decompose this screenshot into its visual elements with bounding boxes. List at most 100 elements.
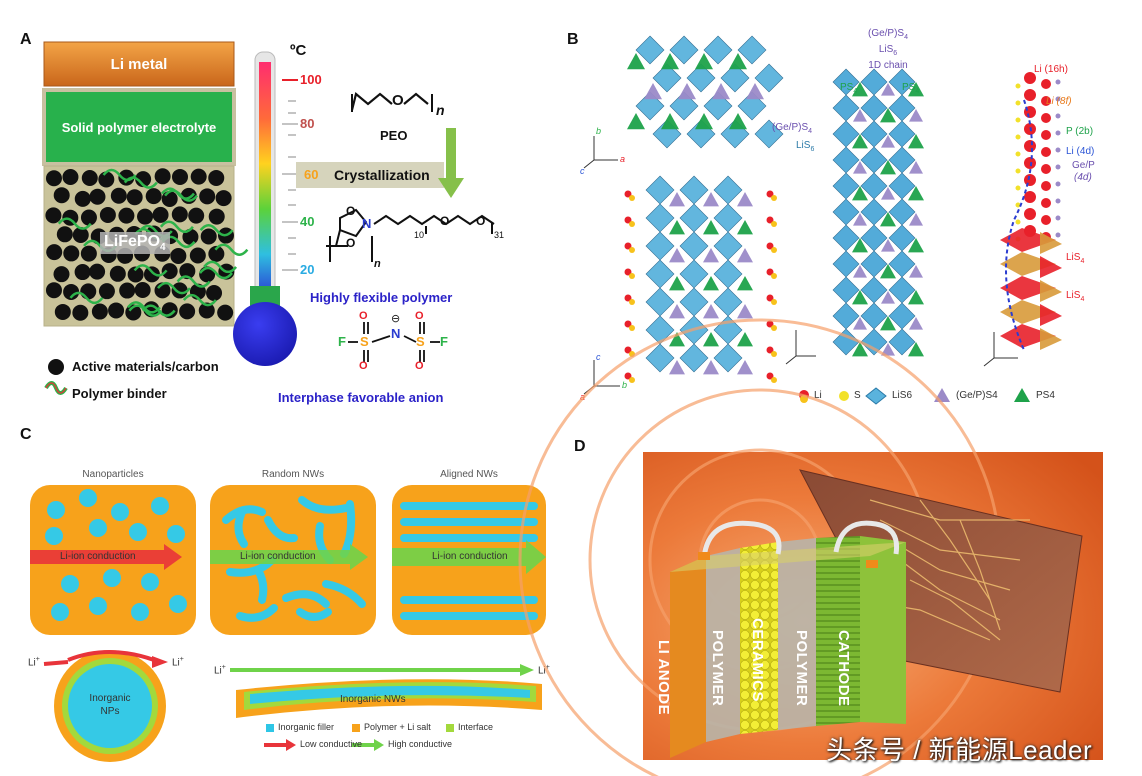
tick-60: 60	[304, 167, 319, 182]
struct-o1: O	[346, 204, 356, 218]
li-metal-label: Li metal	[110, 56, 168, 73]
ps4-left-sub: 4	[853, 88, 858, 95]
c-title-random: Random NWs	[261, 469, 325, 480]
legend-active-label: Active materials/carbon	[72, 359, 219, 374]
chain-title-line1: (Ge/P)S4	[848, 28, 928, 44]
battery-wire-right	[833, 520, 900, 555]
c-conduction-3: Li-ion conduction	[432, 551, 508, 562]
legend-binder-label: Polymer binder	[72, 386, 167, 401]
np-li-out: Li+	[172, 656, 184, 668]
np-core-line2: NPs	[100, 706, 120, 717]
c-conduction-1: Li-ion conduction	[60, 551, 136, 562]
chain-title-line2: LiS6	[848, 44, 928, 60]
legend-active-dot	[48, 359, 64, 375]
anion-o3: O	[415, 310, 424, 322]
axis-b-bot: b	[622, 380, 628, 390]
battery-wire-left	[701, 520, 782, 559]
crystallization-label: Crystallization	[334, 167, 430, 183]
axis-a-top: a	[620, 154, 626, 164]
lis6-left-sub: 6	[810, 146, 815, 153]
lis4-sub-1: 4	[1080, 258, 1085, 265]
axis-c-top: c	[580, 166, 585, 176]
axis-c-bot: c	[596, 352, 601, 362]
lis4-label-2: LiS4	[1066, 290, 1084, 303]
spe-layer	[42, 88, 236, 166]
nw-core-label: Inorganic NWs	[340, 694, 406, 705]
chain-title-gep: (Ge/P)S	[867, 28, 905, 39]
anion-s1: S	[360, 334, 369, 349]
anion-o1: O	[359, 310, 368, 322]
li8f-label: Li (8f)	[1046, 96, 1072, 107]
chain-title: (Ge/P)S4 LiS6 1D chain	[848, 28, 928, 72]
ps4-left-text: PS	[840, 82, 854, 93]
lis4-label-1: LiS4	[1066, 252, 1084, 265]
panel-label-b: B	[567, 31, 579, 48]
gep4d-label: (4d)	[1074, 172, 1092, 183]
struct-31: 31	[494, 230, 505, 240]
layer-polymer-1: POLYMER	[709, 630, 726, 707]
aligned-nanowires	[400, 502, 538, 620]
watermark: 头条号 / 新能源Leader	[826, 735, 1093, 765]
lifepo4-label: LiFePO4	[100, 232, 170, 255]
random-conduction-arrow	[210, 544, 368, 570]
ps4-left-label: PS4	[840, 82, 857, 95]
np-li-in: Li+	[28, 656, 40, 668]
nw-li-in-text: Li	[214, 665, 222, 677]
tick-20: 20	[300, 262, 315, 277]
polymer-structure	[326, 208, 495, 262]
c-legend-low: Low conductive	[300, 739, 363, 749]
np-li-in-text: Li	[28, 657, 36, 669]
peo-structure	[350, 92, 393, 111]
panel-label-c: C	[20, 426, 32, 443]
lis4-text-1: LiS	[1066, 252, 1081, 263]
nw-li-out-text: Li	[538, 665, 546, 677]
struct-o3: O	[440, 214, 450, 228]
axis-b-top: b	[596, 126, 602, 136]
chain-title-lis-sub: 6	[893, 50, 898, 57]
flexible-polymer-label: Highly flexible polymer	[310, 290, 453, 305]
peo-label: PEO	[380, 128, 408, 143]
p2b-label: P (2b)	[1066, 126, 1094, 137]
ps4-right-sub: 4	[915, 88, 920, 95]
legend-gep: (Ge/P)S4	[956, 390, 998, 401]
c-legend-filler: Inorganic filler	[278, 722, 335, 732]
ps4-right-text: PS	[902, 82, 916, 93]
anion-n: N	[391, 326, 401, 341]
nw-li-in-sup: +	[221, 664, 226, 671]
low-conduction-arrow	[30, 544, 182, 570]
crystallization-bar	[296, 162, 444, 188]
np-core-line1: Inorganic	[89, 693, 131, 704]
li4d-label: Li (4d)	[1066, 146, 1095, 157]
high-legend-arrow	[352, 739, 384, 751]
thermometer-bulb	[233, 302, 297, 366]
legend-lis6: LiS6	[892, 390, 913, 401]
c-legend-interface: Interface	[458, 722, 494, 732]
chain-title-lis: LiS	[878, 44, 894, 55]
low-legend-arrow	[264, 739, 296, 751]
panel-label-d: D	[574, 438, 586, 455]
lis6-left-label: LiS6	[796, 140, 814, 153]
panel-label-a: A	[20, 31, 32, 48]
tick-40: 40	[300, 214, 315, 229]
lis4-text-2: LiS	[1066, 290, 1081, 301]
spe-label: Solid polymer electrolyte	[61, 120, 217, 135]
anion-o2: O	[359, 360, 368, 372]
struct-n: n	[374, 258, 381, 270]
nw-li-in: Li+	[214, 664, 226, 676]
anion-label: Interphase favorable anion	[278, 390, 444, 405]
anion-s2: S	[416, 334, 425, 349]
layer-polymer-2: POLYMER	[793, 630, 810, 707]
peo-n: n	[436, 102, 445, 118]
gep-left-sub: 4	[808, 128, 813, 135]
anion-o4: O	[415, 360, 424, 372]
gep-left-text: (Ge/P)S	[772, 122, 809, 133]
anion-structure	[348, 322, 440, 362]
nw-li-out: Li+	[538, 664, 550, 676]
chain-title-gep-sub: 4	[904, 34, 909, 41]
np-li-out-sup: +	[179, 656, 184, 663]
legend-li: Li	[814, 390, 822, 401]
nanoparticle-dots	[45, 489, 187, 621]
struct-10: 10	[414, 230, 425, 240]
chain-title-line3: 1D chain	[868, 60, 908, 71]
